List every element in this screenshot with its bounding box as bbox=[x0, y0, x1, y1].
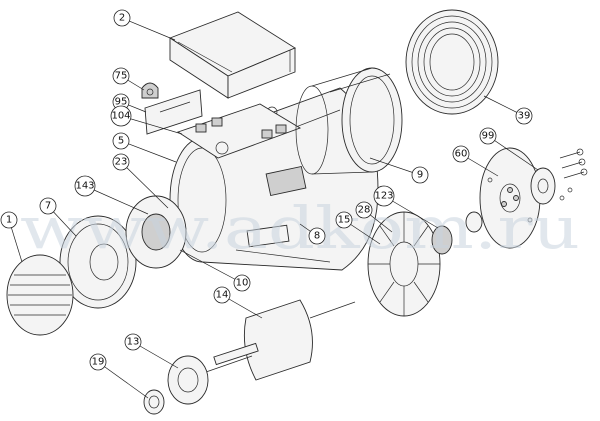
callout-label: 10 bbox=[236, 278, 249, 289]
callout-bubble bbox=[39, 197, 57, 215]
callout-label: 2 bbox=[119, 13, 125, 24]
callout-label: 9 bbox=[417, 170, 423, 181]
bearing bbox=[143, 389, 165, 415]
callout-label: 104 bbox=[111, 111, 130, 122]
callout-leader bbox=[369, 157, 421, 176]
callout-bubble bbox=[213, 286, 231, 304]
callout-bubble bbox=[373, 185, 395, 207]
callout-label: 13 bbox=[127, 337, 140, 348]
hub-bolts bbox=[559, 148, 588, 201]
callout-bubble bbox=[112, 132, 130, 150]
callout-bubble bbox=[515, 107, 533, 125]
callout-leader bbox=[120, 115, 183, 135]
exciter-stator bbox=[125, 195, 187, 269]
fan-hub bbox=[431, 211, 483, 255]
callout-bubble bbox=[479, 127, 497, 145]
callout-leader bbox=[120, 161, 169, 209]
callout-label: 99 bbox=[482, 131, 495, 142]
callout-label: 8 bbox=[314, 231, 320, 242]
callout-bubble bbox=[124, 333, 142, 351]
callout-label: 19 bbox=[92, 357, 105, 368]
callout-leader bbox=[487, 135, 539, 171]
callout-label: 39 bbox=[518, 111, 531, 122]
callout-bubble bbox=[112, 67, 130, 85]
watermark: www.adkom.ru bbox=[20, 194, 580, 262]
callout-leader bbox=[132, 341, 179, 369]
callout-label: 5 bbox=[118, 136, 124, 147]
callout-bubble bbox=[233, 274, 251, 292]
terminal-box-cover bbox=[169, 11, 296, 99]
coupling-hub bbox=[530, 167, 556, 205]
callout-leader bbox=[97, 361, 149, 399]
callout-leader bbox=[179, 249, 243, 284]
callout-bubble bbox=[452, 145, 470, 163]
callout-label: 1 bbox=[6, 215, 12, 226]
callout-label: 95 bbox=[115, 97, 128, 108]
callout-bubble bbox=[89, 353, 107, 371]
callout-label: 28 bbox=[358, 205, 371, 216]
callout-bubble bbox=[113, 9, 131, 27]
mounting-plate bbox=[144, 89, 203, 135]
callout-label: 123 bbox=[374, 191, 393, 202]
callout-bubble bbox=[74, 175, 96, 197]
end-shield bbox=[59, 215, 137, 309]
callout-label: 23 bbox=[115, 157, 128, 168]
callout-leader bbox=[120, 140, 177, 163]
callout-bubble bbox=[335, 211, 353, 229]
callout-leader bbox=[383, 195, 439, 229]
callout-bubble bbox=[308, 227, 326, 245]
terminal-block bbox=[176, 103, 302, 159]
guard-grille bbox=[6, 254, 74, 336]
cable-gland bbox=[141, 82, 159, 99]
callout-label: 7 bbox=[45, 201, 51, 212]
callout-label: 60 bbox=[455, 149, 468, 160]
callout-bubble bbox=[110, 105, 132, 127]
callout-bubble bbox=[112, 153, 130, 171]
cooling-fan bbox=[367, 211, 441, 317]
callout-label: 75 bbox=[115, 71, 128, 82]
callout-label: 14 bbox=[216, 290, 229, 301]
exciter-rotor bbox=[167, 355, 209, 405]
main-rotor bbox=[205, 299, 356, 381]
callout-label: 143 bbox=[75, 181, 94, 192]
ventilation-screen-mesh bbox=[405, 9, 499, 115]
callout-bubble bbox=[0, 211, 18, 229]
callout-label: 15 bbox=[338, 215, 351, 226]
frame-cage bbox=[295, 67, 403, 175]
callout-leader bbox=[84, 185, 149, 215]
callout-leader bbox=[121, 17, 176, 41]
callout-bubble bbox=[355, 201, 373, 219]
callout-bubble bbox=[411, 166, 429, 184]
